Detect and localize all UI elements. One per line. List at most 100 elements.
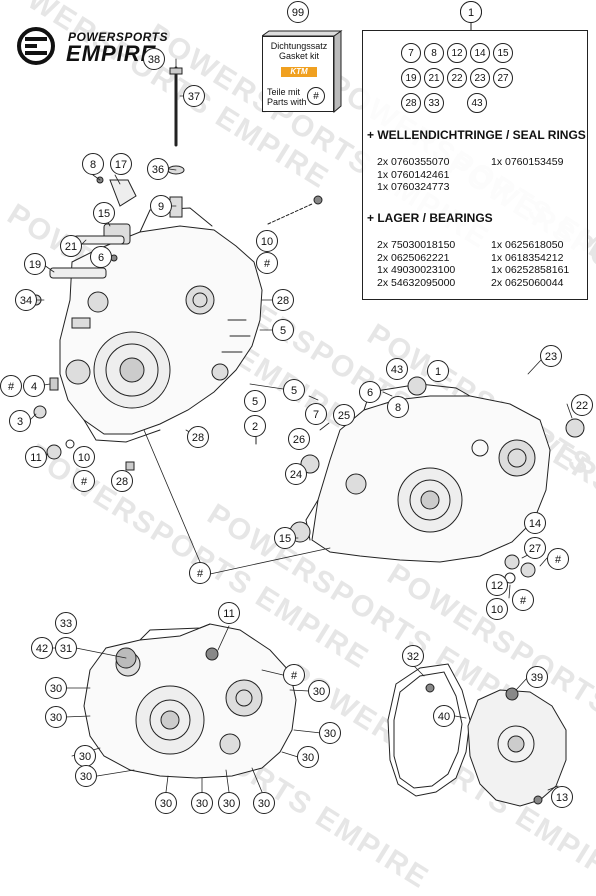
part-callout: 43 — [386, 358, 408, 380]
gasket-kit-box: Dichtungssatz Gasket kit KTM Teile mit P… — [262, 30, 343, 114]
gasket-kit-title: Dichtungssatz Gasket kit — [263, 41, 335, 61]
part-callout: 30 — [253, 792, 275, 814]
part-callout: 9 — [150, 195, 172, 217]
part-callout: 30 — [308, 680, 330, 702]
part-callout: 30 — [75, 765, 97, 787]
part-line: 1x 0760142461 — [377, 168, 450, 181]
left-crankcase-drawing — [59, 207, 263, 443]
part-line: 2x 0760355070 — [377, 156, 450, 168]
part-callout: 28 — [111, 470, 133, 492]
part-callout: 28 — [272, 289, 294, 311]
part-callout: 10 — [73, 446, 95, 468]
part-callout: 37 — [183, 85, 205, 107]
seal-rings-heading: + WELLENDICHTRINGE / SEAL RINGS — [367, 128, 586, 142]
gasket-kit-face: Dichtungssatz Gasket kit KTM Teile mit P… — [262, 36, 334, 112]
logo-bottom-text: EMPIRE — [66, 41, 157, 66]
part-callout: 28 — [187, 426, 209, 448]
part-callout: 6 — [90, 246, 112, 268]
part-number-circle: 8 — [424, 43, 444, 63]
part-callout: 8 — [387, 396, 409, 418]
logo-top-text: POWERSPORTS — [68, 30, 168, 44]
part-callout: 5 — [283, 379, 305, 401]
infobox-connector — [470, 23, 472, 30]
gasket-kit-callout: # — [512, 589, 534, 611]
part-callout: 30 — [191, 792, 213, 814]
empire-logo-icon — [17, 27, 55, 65]
part-callout: 30 — [218, 792, 240, 814]
part-callout: 30 — [74, 745, 96, 767]
engine-case-drawing — [29, 58, 585, 807]
gasket-kit-callout: # — [73, 470, 95, 492]
part-callout: 19 — [24, 253, 46, 275]
part-callout: 10 — [486, 598, 508, 620]
gasket-kit-symbol: # — [307, 87, 325, 105]
part-callout: 30 — [155, 792, 177, 814]
part-callout: 32 — [402, 645, 424, 667]
part-callout: 10 — [256, 230, 278, 252]
part-callout: 24 — [285, 463, 307, 485]
gasket-kit-line3: Teile mit — [267, 87, 301, 97]
part-line: 1x 0625618050 — [491, 239, 564, 251]
cover-and-gasket-drawing — [387, 663, 567, 807]
part-callout: 38 — [143, 48, 165, 70]
part-callout: 33 — [55, 612, 77, 634]
part-callout: 15 — [93, 202, 115, 224]
part-callout: 39 — [526, 666, 548, 688]
gasket-kit-callout: # — [0, 375, 22, 397]
part-number-circle: 12 — [447, 43, 467, 63]
part-number-circle: 22 — [447, 68, 467, 88]
part-callout: 36 — [147, 158, 169, 180]
part-line: 1x 06252858161 — [491, 264, 570, 276]
seal-rings-list-right: 1x 0760153459 — [491, 156, 563, 169]
part-line: 1x 0760153459 — [491, 156, 564, 168]
ktm-logo: KTM — [281, 67, 317, 77]
part-callout: 23 — [540, 345, 562, 367]
part-callout: 8 — [82, 153, 104, 175]
part-callout: 12 — [486, 574, 508, 596]
part-number-circle: 19 — [401, 68, 421, 88]
gasket-kit-callout: # — [189, 562, 211, 584]
part-line: 2x 0625060044 — [491, 276, 564, 289]
part-line: 1x 0618354212 — [491, 251, 564, 264]
gasket-kit-callout: # — [547, 548, 569, 570]
gasket-kit-line1: Dichtungssatz — [270, 41, 328, 51]
part-line: 2x 54632095000 — [377, 276, 456, 289]
gasket-kit-callout: # — [256, 252, 278, 274]
part-number-circle: 33 — [424, 93, 444, 113]
part-number-circle: 23 — [470, 68, 490, 88]
part-callout: 5 — [272, 319, 294, 341]
part-callout: 31 — [55, 637, 77, 659]
part-callout: 30 — [297, 746, 319, 768]
gasket-kit-line4: Parts with — [267, 97, 307, 107]
powersports-empire-logo: POWERSPORTS EMPIRE — [16, 26, 191, 66]
gasket-kit-line2: Gasket kit — [278, 51, 319, 61]
part-callout: 22 — [571, 394, 593, 416]
part-callout: 5 — [244, 390, 266, 412]
part-number-circle: 15 — [493, 43, 513, 63]
part-number-circle: 14 — [470, 43, 490, 63]
part-callout: 17 — [110, 153, 132, 175]
part-callout: 40 — [433, 705, 455, 727]
part-callout: 7 — [305, 403, 327, 425]
part-callout: 2 — [244, 415, 266, 437]
part-callout: 6 — [359, 381, 381, 403]
part-callout: 15 — [274, 527, 296, 549]
part-callout: 42 — [31, 637, 53, 659]
part-callout: 14 — [524, 512, 546, 534]
part-callout: 1 — [427, 360, 449, 382]
part-number-circle: 7 — [401, 43, 421, 63]
bearings-heading: + LAGER / BEARINGS — [367, 211, 493, 225]
part-callout: 1 — [460, 1, 482, 23]
part-callout: 4 — [23, 375, 45, 397]
part-number-circle: 28 — [401, 93, 421, 113]
part-callout: 30 — [319, 722, 341, 744]
part-number-circle: 43 — [467, 93, 487, 113]
part-callout: 25 — [333, 404, 355, 426]
